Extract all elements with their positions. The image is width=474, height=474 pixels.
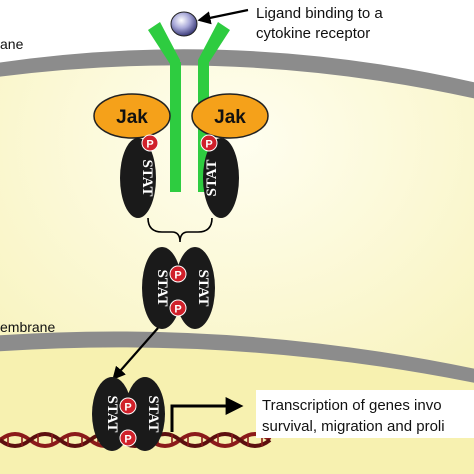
dimer-phospho-bottom-label: P	[174, 304, 181, 316]
stat-left: STAT P	[120, 134, 159, 218]
stat-dimer-nucleus: STAT STAT P P	[92, 377, 165, 451]
receptor-right-arm	[198, 22, 230, 72]
jak-left-label: Jak	[116, 107, 148, 128]
dimer-left-stat-label: STAT	[154, 270, 170, 307]
stat-dimer-cytoplasm: STAT STAT P P	[142, 247, 215, 329]
transcription-start-arrow	[170, 397, 244, 432]
nuclear-right-stat-shape	[125, 377, 165, 451]
jak-right-label: Jak	[214, 107, 246, 128]
dna-base-pairs	[7, 434, 263, 446]
plasma-membrane-band	[0, 49, 474, 99]
ligand-label-line2: cytokine receptor	[256, 25, 370, 42]
transcription-label-line2: survival, migration and proli	[262, 418, 445, 435]
nuclear-left-stat-label: STAT	[104, 396, 120, 433]
phospho-left-circle	[141, 134, 159, 152]
stat-right: STAT P	[200, 134, 239, 218]
transcription-label-line1: Transcription of genes invo	[262, 397, 442, 414]
jak-left-shape	[93, 93, 171, 139]
ligand-arrow	[197, 8, 249, 25]
phospho-right-circle	[200, 134, 218, 152]
dimer-phospho-bottom	[169, 299, 187, 317]
nuclear-phospho-top	[119, 397, 137, 415]
transcription-label-box	[256, 390, 474, 438]
receptor-left-arm	[148, 22, 180, 72]
dimerization-brace	[147, 217, 213, 243]
nuclear-phospho-bottom	[119, 429, 137, 447]
phospho-right-label: P	[205, 139, 212, 151]
stat-right-label: STAT	[204, 160, 220, 197]
nuclear-right-stat-label: STAT	[145, 396, 161, 433]
nuclear-phospho-bottom-label: P	[124, 434, 131, 446]
jak-right: Jak	[191, 93, 269, 139]
nuclear-membrane-label: embrane	[0, 319, 55, 335]
nuclear-membrane-band	[0, 331, 474, 383]
ligand	[170, 11, 198, 37]
jak-left: Jak	[93, 93, 171, 139]
dimer-phospho-top-label: P	[174, 270, 181, 282]
receptor-left-chain	[170, 62, 181, 192]
dimer-right-stat-label: STAT	[195, 270, 211, 307]
plasma-membrane-label: ane	[0, 36, 24, 52]
phospho-left-label: P	[146, 139, 153, 151]
jak-right-shape	[191, 93, 269, 139]
stat-left-shape	[120, 138, 156, 218]
nuclear-translocation-arrow	[112, 327, 159, 380]
ligand-label-line1: Ligand binding to a	[256, 5, 383, 22]
stat-left-label: STAT	[139, 160, 155, 197]
nuclear-phospho-top-label: P	[124, 402, 131, 414]
stat-right-shape	[203, 138, 239, 218]
dimer-phospho-top	[169, 265, 187, 283]
